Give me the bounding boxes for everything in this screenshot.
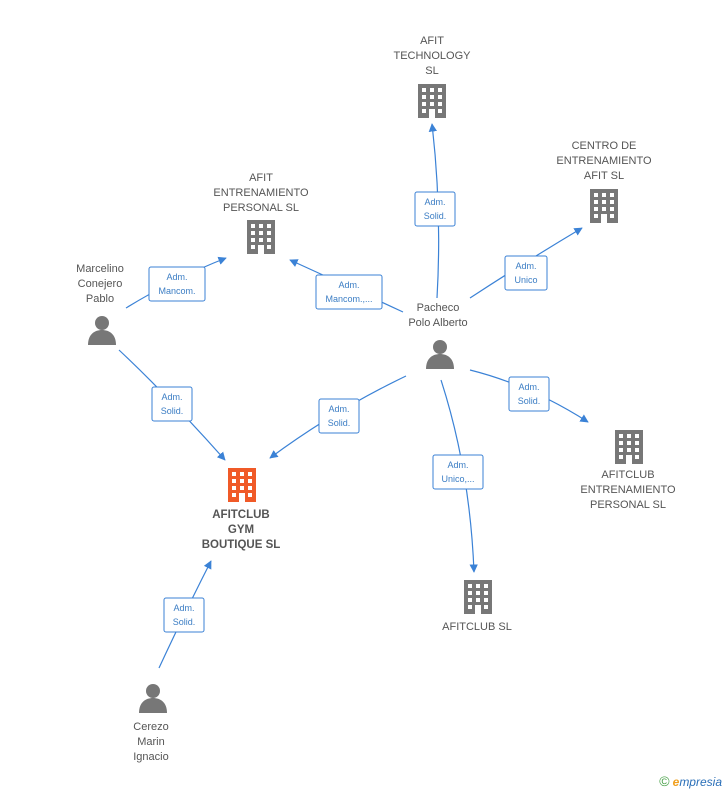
svg-text:AFITCLUB: AFITCLUB: [212, 509, 270, 521]
svg-text:Unico,...: Unico,...: [441, 474, 474, 484]
svg-text:ENTRENAMIENTO: ENTRENAMIENTO: [213, 187, 309, 199]
svg-text:Adm.: Adm.: [328, 404, 349, 414]
svg-text:Solid.: Solid.: [518, 396, 541, 406]
building-icon: [590, 189, 618, 223]
brand-initial: e: [672, 775, 680, 789]
svg-text:Adm.: Adm.: [447, 460, 468, 470]
building-icon: [615, 430, 643, 464]
svg-text:Cerezo: Cerezo: [133, 721, 168, 733]
edge-label-e7[interactable]: Adm. Solid.: [508, 376, 550, 412]
svg-text:TECHNOLOGY: TECHNOLOGY: [393, 50, 471, 62]
svg-text:Adm.: Adm.: [338, 280, 359, 290]
edge-label-e9[interactable]: Adm. Solid.: [163, 597, 205, 633]
svg-text:AFIT: AFIT: [249, 172, 273, 184]
svg-text:AFIT: AFIT: [420, 35, 444, 47]
person-icon: [426, 340, 454, 369]
node-afitclub-entrenamiento-personal[interactable]: AFITCLUB ENTRENAMIENTO PERSONAL SL: [580, 430, 676, 511]
svg-text:Solid.: Solid.: [173, 617, 196, 627]
edge-label-e4[interactable]: Adm. Mancom.: [148, 266, 206, 302]
node-afitclub-sl[interactable]: AFITCLUB SL: [442, 580, 512, 633]
brand-name: mpresia: [679, 775, 722, 789]
svg-text:GYM: GYM: [228, 524, 254, 536]
svg-text:Conejero: Conejero: [78, 278, 123, 290]
node-afit-entrenamiento-personal[interactable]: AFIT ENTRENAMIENTO PERSONAL SL: [213, 172, 309, 254]
svg-text:Adm.: Adm.: [173, 603, 194, 613]
svg-text:ENTRENAMIENTO: ENTRENAMIENTO: [556, 155, 652, 167]
svg-text:Ignacio: Ignacio: [133, 751, 168, 763]
node-centro-entrenamiento[interactable]: CENTRO DE ENTRENAMIENTO AFIT SL: [556, 140, 652, 223]
svg-text:AFIT SL: AFIT SL: [584, 170, 624, 182]
building-icon: [247, 220, 275, 254]
svg-text:PERSONAL SL: PERSONAL SL: [590, 499, 666, 511]
svg-text:Adm.: Adm.: [166, 272, 187, 282]
svg-text:Marcelino: Marcelino: [76, 263, 124, 275]
edge-label-e8[interactable]: Adm. Unico,...: [432, 454, 484, 490]
node-afitclub-gym-boutique[interactable]: AFITCLUB GYM BOUTIQUE SL: [202, 468, 281, 551]
node-afit-technology[interactable]: AFIT TECHNOLOGY SL: [393, 35, 471, 118]
svg-text:Marin: Marin: [137, 736, 165, 748]
svg-text:Adm.: Adm.: [515, 261, 536, 271]
node-pacheco-polo[interactable]: Pacheco Polo Alberto: [408, 302, 468, 369]
edge-label-e2[interactable]: Adm. Unico: [504, 255, 548, 291]
svg-text:SL: SL: [425, 65, 438, 77]
edge-label-e1[interactable]: Adm. Solid.: [414, 191, 456, 227]
svg-text:Mancom.,...: Mancom.,...: [325, 294, 372, 304]
node-cerezo-marin[interactable]: Cerezo Marin Ignacio: [133, 684, 169, 763]
svg-text:Polo Alberto: Polo Alberto: [408, 317, 467, 329]
edge-label-e3[interactable]: Adm. Mancom.,...: [315, 274, 383, 310]
svg-text:Solid.: Solid.: [328, 418, 351, 428]
svg-text:Pablo: Pablo: [86, 293, 114, 305]
person-icon: [88, 316, 116, 345]
svg-text:Unico: Unico: [514, 275, 537, 285]
svg-text:AFITCLUB: AFITCLUB: [601, 469, 654, 481]
building-icon: [228, 468, 256, 502]
svg-text:CENTRO DE: CENTRO DE: [572, 140, 637, 152]
edge-label-e6[interactable]: Adm. Solid.: [318, 398, 360, 434]
svg-text:Adm.: Adm.: [161, 392, 182, 402]
empresia-watermark: ©empresia: [659, 773, 722, 789]
building-icon: [464, 580, 492, 614]
svg-text:Pacheco: Pacheco: [417, 302, 460, 314]
svg-text:Solid.: Solid.: [161, 406, 184, 416]
svg-text:PERSONAL SL: PERSONAL SL: [223, 202, 299, 214]
svg-text:ENTRENAMIENTO: ENTRENAMIENTO: [580, 484, 676, 496]
svg-text:Adm.: Adm.: [518, 382, 539, 392]
building-icon: [418, 84, 446, 118]
copyright-icon: ©: [659, 773, 670, 789]
svg-text:Solid.: Solid.: [424, 211, 447, 221]
node-marcelino-conejero[interactable]: Marcelino Conejero Pablo: [76, 263, 124, 345]
svg-text:Adm.: Adm.: [424, 197, 445, 207]
person-icon: [139, 684, 167, 713]
svg-text:BOUTIQUE SL: BOUTIQUE SL: [202, 539, 281, 551]
svg-text:AFITCLUB SL: AFITCLUB SL: [442, 621, 512, 633]
edge-label-e5[interactable]: Adm. Solid.: [151, 386, 193, 422]
svg-text:Mancom.: Mancom.: [158, 286, 195, 296]
